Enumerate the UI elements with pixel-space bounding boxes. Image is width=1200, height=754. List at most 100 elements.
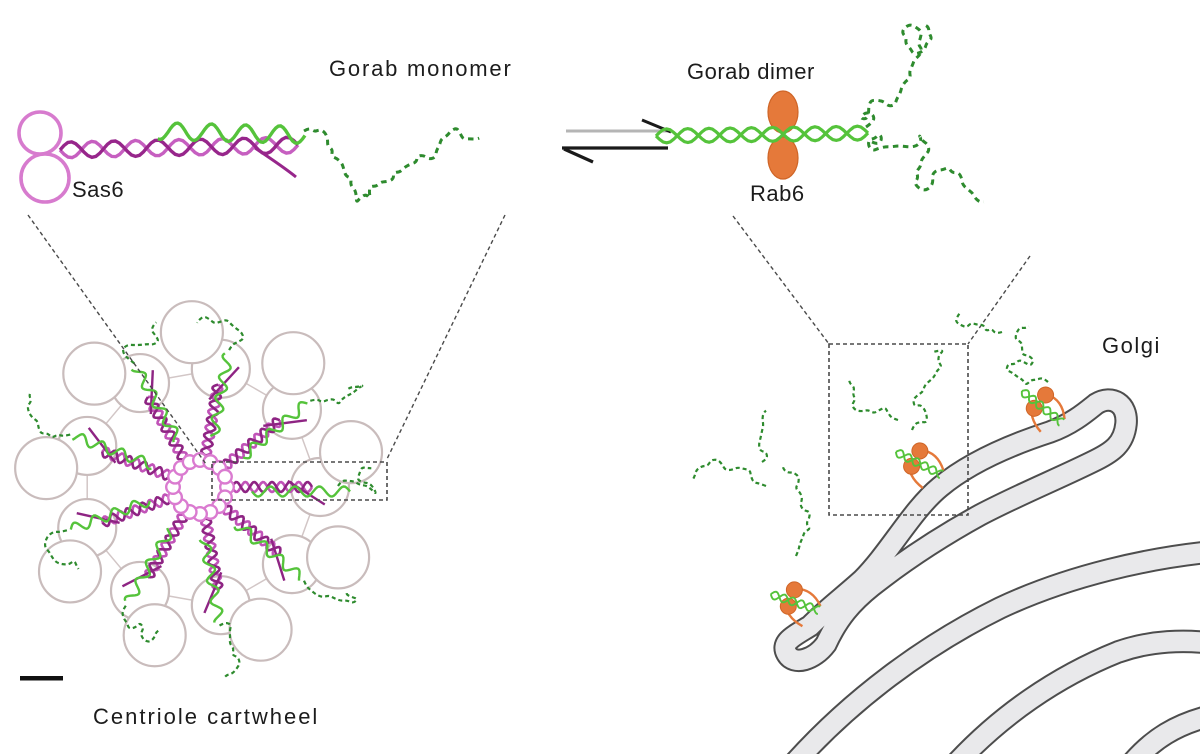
- zoom-box-golgi: [828, 343, 969, 516]
- gorab-dimer-label: Gorab dimer: [687, 59, 815, 84]
- rab6-molecule: [1037, 386, 1055, 404]
- gorab-coil-on-spoke: [71, 432, 152, 471]
- gorab-disordered-tail: [867, 133, 985, 204]
- microtubule-circle-outer: [261, 331, 326, 396]
- connector-line: [732, 215, 830, 345]
- rab6-molecule: [911, 442, 929, 460]
- microtubule-circles: [14, 300, 384, 668]
- gorab-coil-on-spoke: [242, 400, 308, 460]
- centriole-cartwheel: [14, 300, 384, 679]
- microtubule-circle-outer: [159, 300, 224, 365]
- centriole-cartwheel-label: Centriole cartwheel: [93, 704, 320, 729]
- golgi-membranes: [773, 388, 1200, 754]
- gorab-coil-on-spoke: [233, 526, 301, 581]
- monomer-to-cartwheel-connectors: [27, 214, 506, 465]
- sas6-strand-tail: [203, 571, 223, 614]
- disordered-tail: [121, 605, 160, 643]
- disordered-tail: [910, 349, 944, 431]
- sas6-strand-tail: [121, 565, 162, 588]
- gorab-disordered-tail: [859, 23, 933, 129]
- rab6-molecule: [785, 581, 803, 599]
- gorab-coil-on-spoke: [209, 352, 232, 438]
- sas6-strand-tail: [254, 146, 297, 179]
- microtubule-circle-outer: [122, 603, 187, 668]
- sas6-strand-tail: [149, 370, 154, 415]
- sas6-coiled-coil-spoke: [101, 493, 171, 525]
- sas6-strand-tail: [263, 419, 308, 428]
- sas6-coiled-coil-spoke: [101, 496, 172, 528]
- gorab-monomer-label: Gorab monomer: [329, 56, 513, 81]
- sas6-coiled-coil-spoke: [222, 507, 281, 557]
- scale-bar-group: [20, 676, 63, 681]
- sas6-strand-tail: [87, 427, 117, 464]
- dimer-to-golgi-connectors: [732, 215, 1031, 345]
- gorab-coil-on-spoke: [251, 485, 351, 498]
- connector-line: [967, 255, 1031, 345]
- membrane-gorab-dimer: [894, 442, 945, 489]
- cartwheel-zoom-box: [211, 461, 388, 501]
- disordered-tail: [692, 458, 767, 488]
- hub-bead: [216, 468, 233, 485]
- sas6-head-domain: [17, 110, 63, 156]
- microtubule-circle-outer: [14, 436, 79, 501]
- rab6-label: Rab6: [750, 181, 805, 206]
- connector-line: [27, 214, 207, 465]
- sas6-strand-tail: [270, 538, 286, 581]
- sas6-label: Sas6: [72, 177, 125, 202]
- microtubule-circle-outer: [318, 420, 384, 485]
- golgi-zoom-box: [828, 343, 969, 516]
- microtubule-circle-outer: [306, 525, 371, 590]
- gorab-dimer-rab6: [654, 23, 985, 204]
- golgi-cisterna-lumen: [951, 631, 1200, 754]
- microtubule-circle-outer: [37, 539, 103, 604]
- disordered-tail: [781, 464, 811, 557]
- equilibrium-arrows: [562, 118, 672, 164]
- sas6-coiled-coil-spoke: [230, 480, 314, 494]
- sas6-coiled-coil-spoke: [199, 383, 223, 457]
- cartwheel-hub: [164, 452, 235, 523]
- mesh-polygon: [86, 368, 321, 606]
- gorab-disordered-tail: [303, 127, 480, 203]
- gorab-dimer-coiled-coil: [654, 124, 870, 145]
- disordered-tail: [955, 312, 1003, 334]
- microtubule-circle-outer: [228, 597, 293, 662]
- sas6-coiled-coil-spoke: [144, 396, 185, 461]
- sas6-coiled-coil-spoke: [144, 513, 185, 578]
- sas6-gorab-monomer: [17, 110, 480, 204]
- gorab-coil-on-spoke: [130, 368, 179, 443]
- connector-line: [386, 214, 506, 460]
- rab6-molecule: [767, 136, 799, 180]
- golgi-dimers: [769, 386, 1066, 628]
- disordered-tail: [218, 622, 241, 679]
- gorab-coiled-coil-region: [157, 121, 307, 145]
- disordered-tail: [848, 379, 899, 422]
- golgi-label: Golgi: [1102, 333, 1161, 358]
- disordered-tail: [758, 409, 769, 463]
- membrane-gorab-dimer: [769, 581, 822, 628]
- sas6-coiled-coil-spoke: [201, 517, 224, 591]
- golgi-cisterna-lumen: [1127, 708, 1200, 754]
- gorab-coil-on-spoke: [198, 539, 224, 623]
- gorab-coiled-coil: [1021, 389, 1060, 427]
- membrane-gorab-dimer: [1020, 386, 1066, 433]
- disordered-tail: [122, 321, 159, 365]
- reverse-harpoon-barb: [563, 147, 594, 164]
- zoom-box-cartwheel: [211, 461, 388, 501]
- disordered-tail: [196, 316, 245, 351]
- sas6-coiled-coil-spoke: [230, 480, 314, 494]
- microtubule-circle-outer: [62, 341, 127, 406]
- golgi-cisterna-lumen: [775, 390, 1136, 671]
- sas6-coiled-coil-spoke: [201, 383, 224, 457]
- gorab-coiled-coil: [894, 451, 944, 475]
- sas6-coiled-coil-spoke: [101, 446, 172, 478]
- gorab-coil-on-spoke: [69, 499, 151, 530]
- scale-bar: [20, 676, 63, 681]
- disordered-tail: [337, 466, 377, 494]
- sas6-head-domain: [19, 152, 71, 204]
- gorab-coiled-coil: [1020, 390, 1065, 422]
- golgi-cisterna-lumen: [789, 543, 1200, 754]
- rab6-molecule: [1025, 399, 1043, 417]
- sas6-coiled-coil-spoke: [147, 514, 188, 579]
